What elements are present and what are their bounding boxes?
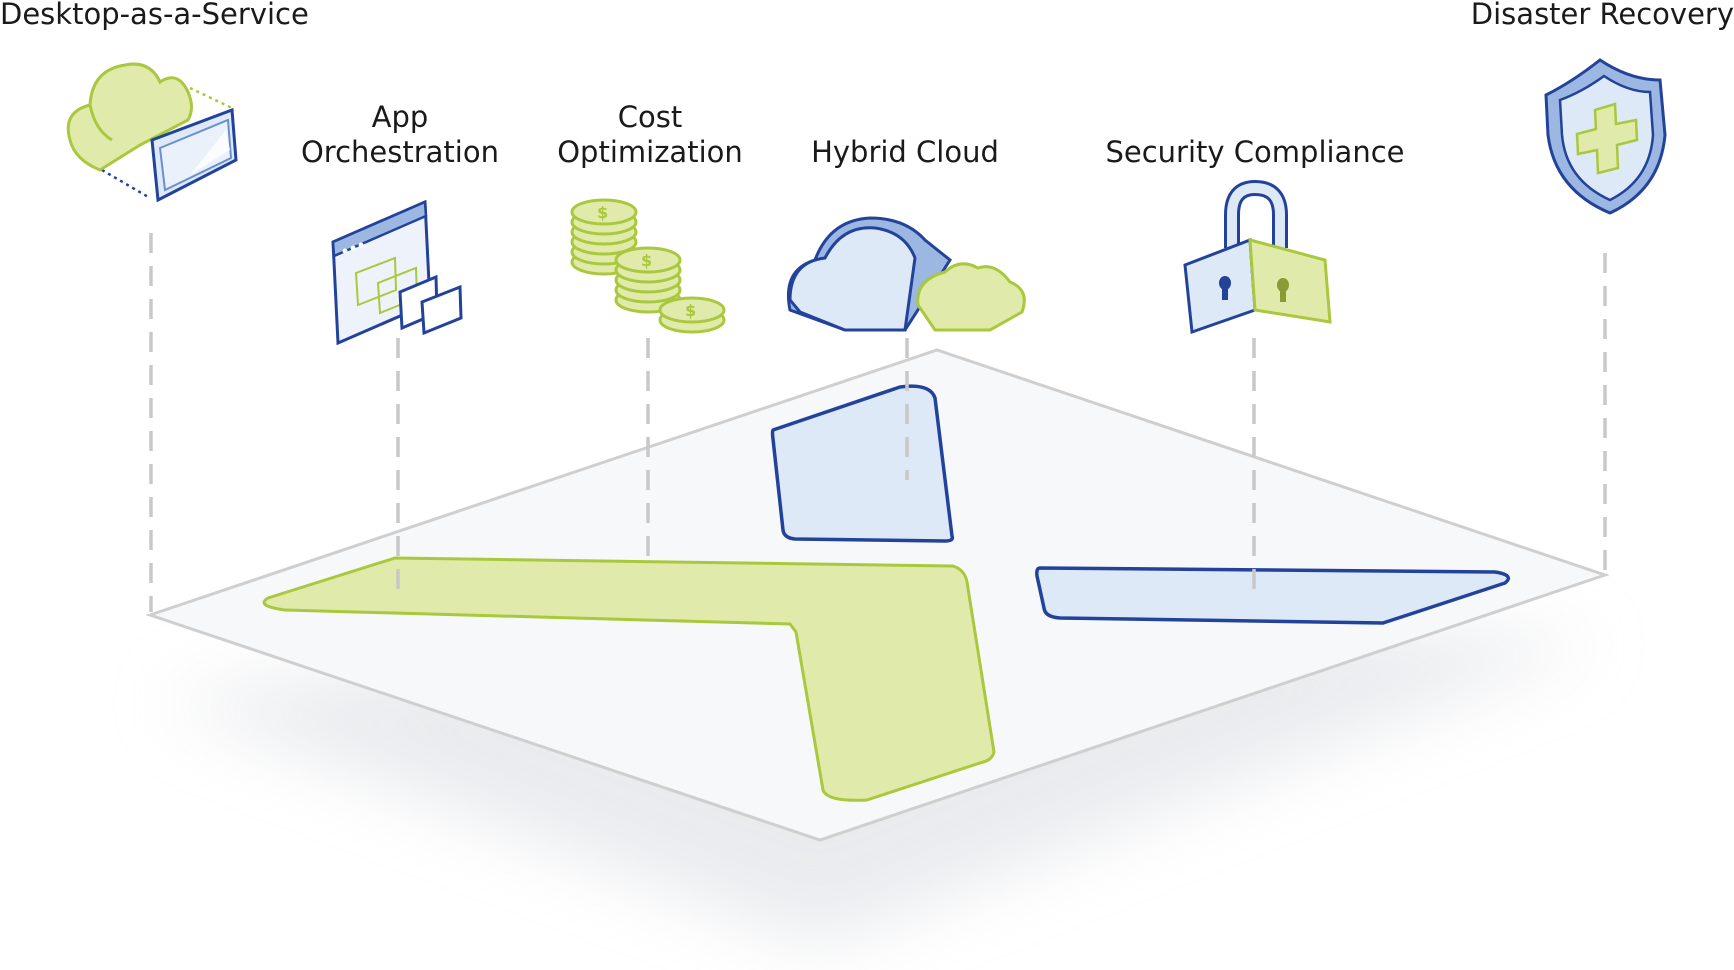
dr-label-text: Disaster Recovery (1470, 0, 1734, 31)
svg-text:$: $ (685, 301, 696, 320)
svg-text:$: $ (597, 203, 608, 222)
daas-label: Desktop-as-a-Service (0, 0, 309, 32)
app-windows-icon (331, 199, 463, 346)
coin-stack-icon: $ $ $ (570, 198, 726, 334)
cost-label-line1: Cost (617, 100, 683, 134)
logo-green-arm (262, 556, 996, 802)
padlock-icon (1183, 179, 1332, 335)
hybrid-cloud-label: Hybrid Cloud (790, 135, 1020, 170)
logo-blue-right-arm (1035, 566, 1511, 625)
app-label-line2: Orchestration (300, 135, 499, 169)
daas-label-text: Desktop-as-a-Service (0, 0, 309, 31)
app-orchestration-label: App Orchestration (290, 100, 510, 170)
cost-label-line2: Optimization (557, 135, 743, 169)
security-label-text: Security Compliance (1105, 135, 1405, 169)
cloud-desktop-icon (66, 62, 238, 203)
svg-text:$: $ (641, 251, 652, 270)
hybrid-label-text: Hybrid Cloud (811, 135, 999, 169)
logo-blue-top-arm (770, 384, 955, 543)
cost-optimization-label: Cost Optimization (540, 100, 760, 170)
disaster-recovery-label: Disaster Recovery (1470, 0, 1734, 32)
app-label-line1: App (371, 100, 429, 134)
connector-lines (149, 233, 1607, 612)
hybrid-cloud-icon (786, 216, 1026, 332)
shield-cross-icon (1544, 58, 1667, 215)
security-compliance-label: Security Compliance (1090, 135, 1420, 170)
